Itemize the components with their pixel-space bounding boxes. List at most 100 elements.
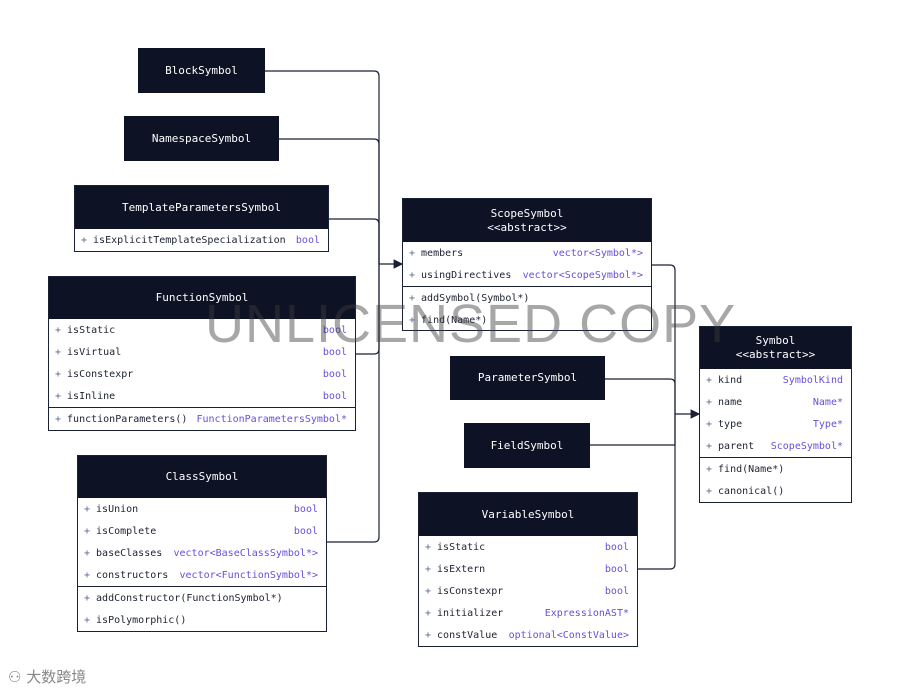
method-section: +find(Name*) +canonical() [700,457,851,502]
attribute-type: Type* [812,418,843,430]
class-name: ParameterSymbol [477,371,578,384]
attribute-name: isComplete [96,525,157,537]
attribute-name: constructors [96,569,169,581]
method-row: +find(Name*) [409,314,488,326]
attribute-name: type [718,418,743,430]
attribute-name: isExtern [437,563,486,575]
attribute-type: bool [322,390,347,402]
corner-logo: ⚇ 大数跨境 [8,666,86,687]
attribute-type: Name* [812,396,843,408]
attribute-type: SymbolKind [782,374,843,386]
method-row: +addSymbol(Symbol*) [409,292,530,304]
method-row: +canonical() [706,485,785,497]
attribute-name: isStatic [437,541,486,553]
attribute-type: bool [293,525,318,537]
class-header: ParameterSymbol [450,356,605,400]
edge-namespace-to-scope [279,138,380,264]
class-name: BlockSymbol [165,63,238,77]
edge-parameter-to-symbol [605,378,676,414]
attribute-type: bool [604,585,629,597]
attribute-name: isUnion [96,503,139,515]
edge-block-to-scope [265,70,380,264]
class-field-symbol: FieldSymbol [464,423,590,468]
attribute-type: vector<ScopeSymbol*> [522,269,643,281]
attribute-type: bool [322,346,347,358]
class-stereotype: <<abstract>> [735,348,816,361]
class-name: NamespaceSymbol [151,131,252,145]
logo-text: 大数跨境 [26,668,87,686]
attribute-type: bool [295,234,320,246]
attribute-type: vector<BaseClassSymbol*> [173,547,319,559]
class-header: FieldSymbol [464,423,590,468]
method-name: addConstructor(FunctionSymbol*) [96,592,283,604]
class-header: Symbol <<abstract>> [700,327,851,369]
attribute-name: usingDirectives [421,269,512,281]
attribute-type: optional<ConstValue> [508,629,629,641]
attribute-section: +isExplicitTemplateSpecialization bool [75,229,328,251]
class-stereotype: <<abstract>> [487,220,567,234]
class-name: ClassSymbol [165,470,239,483]
edge-function-to-scope [356,264,380,355]
attribute-name: members [421,247,464,259]
attribute-type: vector<Symbol*> [552,247,643,259]
class-template-parameters-symbol: TemplateParametersSymbol +isExplicitTemp… [74,185,329,252]
logo-icon: ⚇ [8,668,27,686]
edge-class-to-scope [327,264,380,543]
method-name: find(Name*) [718,463,785,475]
class-name: TemplateParametersSymbol [122,200,281,214]
attribute-name: isExplicitTemplateSpecialization [93,234,286,246]
attribute-name: kind [718,374,743,386]
attribute-type: bool [604,541,629,553]
class-name: FunctionSymbol [155,291,249,304]
method-section: +addSymbol(Symbol*) +find(Name*) [403,286,651,331]
attribute-type: bool [293,503,318,515]
class-header: FunctionSymbol [49,277,355,319]
attribute-type: ExpressionAST* [544,607,629,619]
method-section: +functionParameters()FunctionParametersS… [49,407,355,430]
class-block-symbol: BlockSymbol [138,48,265,93]
attribute-row: +isExplicitTemplateSpecialization bool [81,234,320,246]
method-row: +functionParameters()FunctionParametersS… [55,413,347,425]
class-header: VariableSymbol [419,493,637,536]
method-row: +find(Name*) [706,463,785,475]
method-name: find(Name*) [421,314,488,326]
attribute-name: isConstexpr [437,585,504,597]
class-name: ScopeSymbol [490,206,564,220]
method-row: +isPolymorphic() [84,614,187,626]
class-header: TemplateParametersSymbol [75,186,328,229]
class-name: VariableSymbol [481,507,575,521]
edge-variable-to-symbol [638,414,676,570]
class-header: NamespaceSymbol [124,116,279,161]
attribute-name: isStatic [67,324,116,336]
attribute-name: isVirtual [67,346,122,358]
attribute-name: isInline [67,390,116,402]
class-parameter-symbol: ParameterSymbol [450,356,605,400]
edge-scope-to-symbol [652,264,676,414]
attribute-name: parent [718,440,755,452]
attribute-type: bool [322,324,347,336]
class-header: BlockSymbol [138,48,265,93]
edge-template-to-scope [329,218,380,264]
method-return-type: FunctionParametersSymbol* [196,413,347,425]
attribute-type: vector<FunctionSymbol*> [179,569,318,581]
attribute-name: baseClasses [96,547,163,559]
